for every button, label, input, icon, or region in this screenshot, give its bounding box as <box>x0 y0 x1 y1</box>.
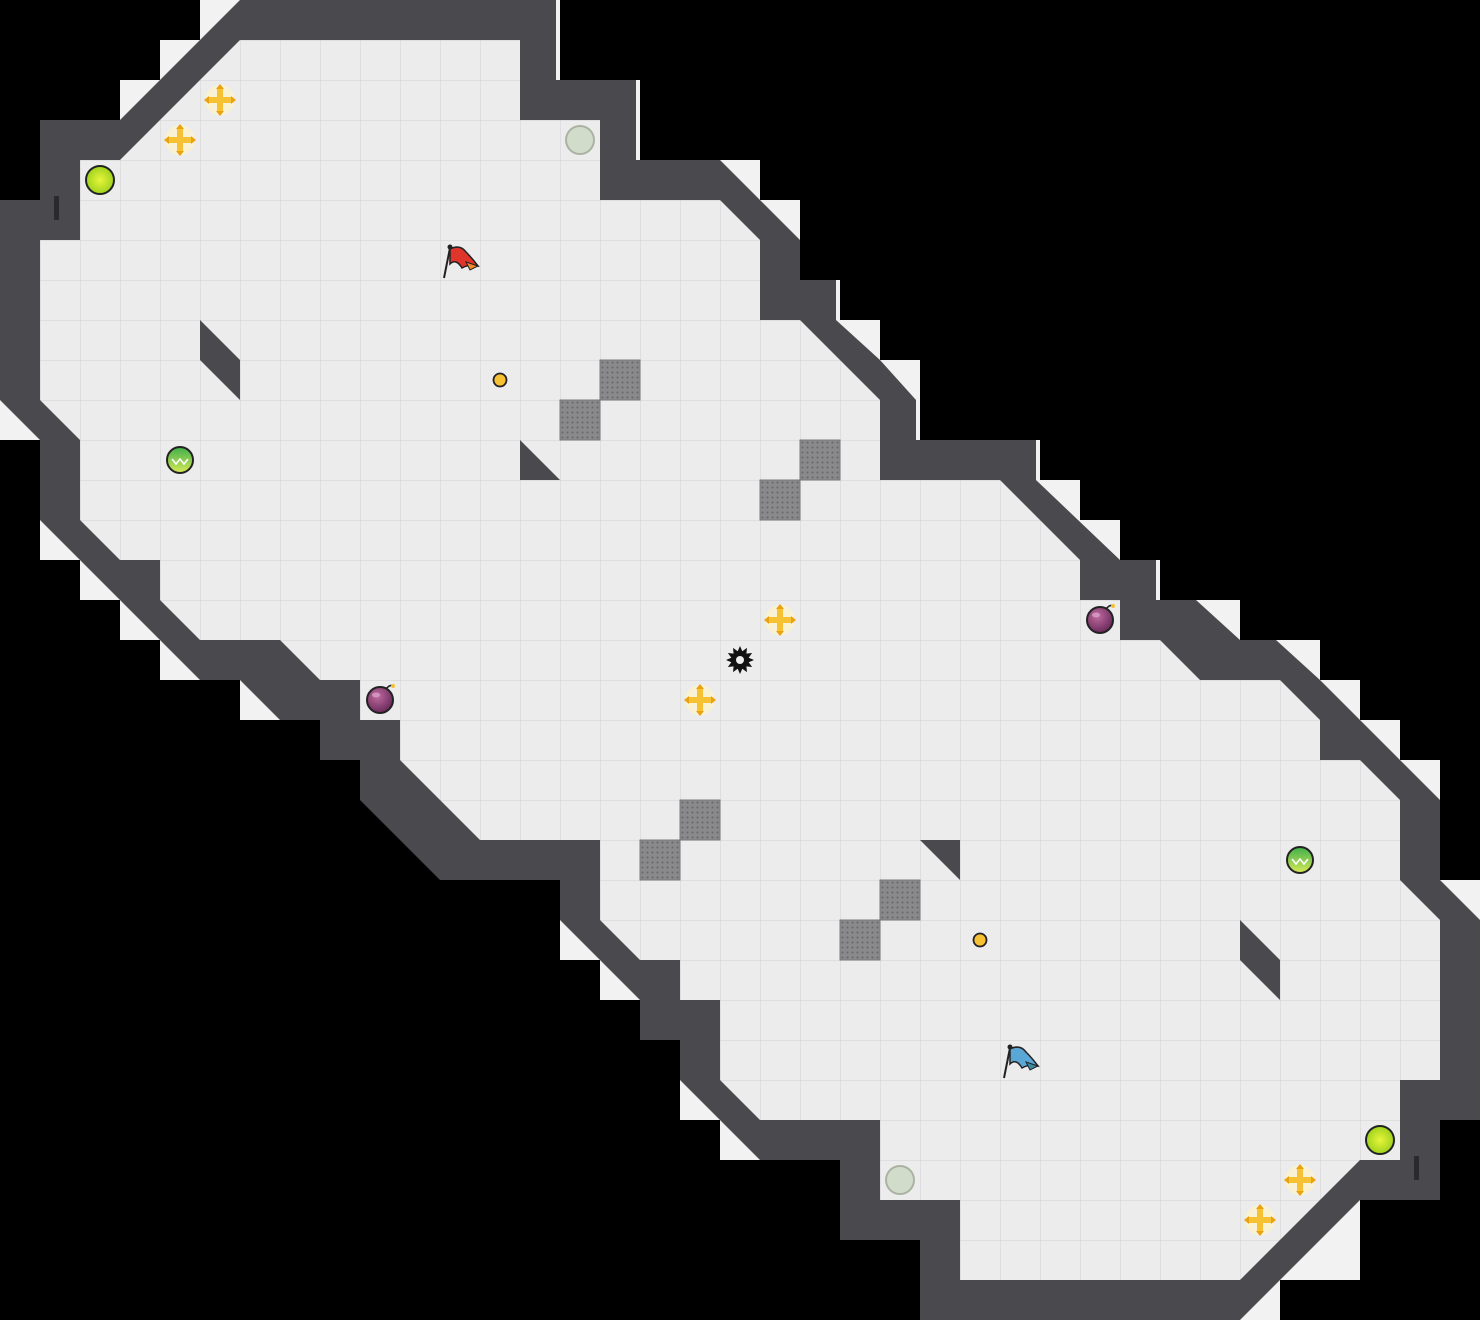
boost-6[interactable] <box>1244 1204 1276 1236</box>
bomb-1[interactable] <box>1086 604 1115 634</box>
powerup-2[interactable] <box>1286 846 1314 874</box>
portal-2[interactable] <box>885 1165 915 1195</box>
red-flag[interactable] <box>443 244 480 279</box>
grate-tile <box>839 919 881 961</box>
diagonal-walls <box>200 320 1280 1000</box>
boost-1[interactable] <box>204 84 236 116</box>
button-icon <box>1365 1125 1395 1155</box>
bomb-2[interactable] <box>366 684 395 714</box>
flag-icon <box>1003 1044 1040 1079</box>
grate-tile <box>599 359 641 401</box>
grate-tile <box>559 399 601 441</box>
wall-details <box>54 196 1419 1180</box>
boost-2[interactable] <box>164 124 196 156</box>
map-objects <box>85 84 1395 1236</box>
token-1[interactable] <box>492 372 508 388</box>
boost-5[interactable] <box>1284 1164 1316 1196</box>
speed-pad-icon <box>1286 846 1314 874</box>
boost-icon <box>1284 1164 1316 1196</box>
flag-icon <box>443 244 480 279</box>
bomb-icon <box>1086 604 1115 634</box>
blue-flag[interactable] <box>1003 1044 1040 1079</box>
grate-tile <box>759 479 801 521</box>
portal-icon <box>885 1165 915 1195</box>
boost-icon <box>764 604 796 636</box>
grate-tile <box>799 439 841 481</box>
center-spike[interactable] <box>726 646 754 674</box>
grate-tile <box>879 879 921 921</box>
token-icon <box>972 932 988 948</box>
button-icon <box>85 165 115 195</box>
gate-button-2[interactable] <box>1365 1125 1395 1155</box>
boost-4[interactable] <box>684 684 716 716</box>
portal-1[interactable] <box>565 125 595 155</box>
boost-3[interactable] <box>764 604 796 636</box>
boost-icon <box>164 124 196 156</box>
speed-pad-icon <box>166 446 194 474</box>
powerup-1[interactable] <box>166 446 194 474</box>
gate-button-1[interactable] <box>85 165 115 195</box>
portal-icon <box>565 125 595 155</box>
boost-icon <box>1244 1204 1276 1236</box>
grate-tile <box>679 799 721 841</box>
grate-tile <box>639 839 681 881</box>
boost-icon <box>684 684 716 716</box>
token-2[interactable] <box>972 932 988 948</box>
boost-icon <box>204 84 236 116</box>
bomb-icon <box>366 684 395 714</box>
grate-tiles <box>559 359 921 961</box>
spike-icon <box>726 646 754 674</box>
token-icon <box>492 372 508 388</box>
